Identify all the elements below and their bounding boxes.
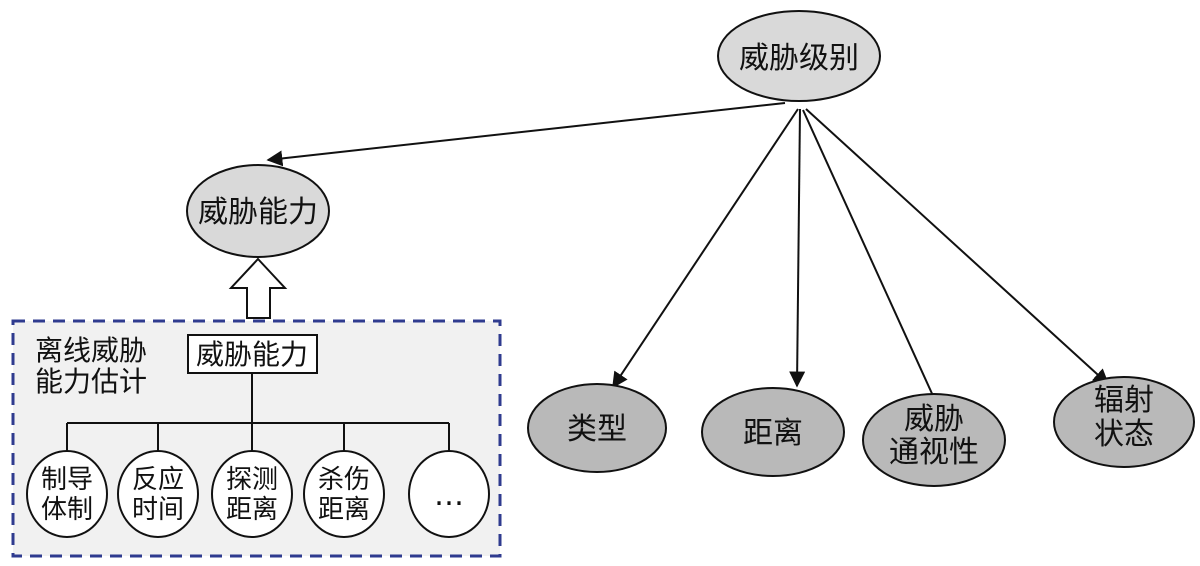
distance-node	[701, 387, 845, 477]
offline-title-line-2: 能力估计	[35, 365, 147, 398]
reaction-time-line-1: 反应	[132, 465, 184, 495]
detection-range-line-1: 探测	[226, 465, 278, 495]
threat-visibility-line-2: 通视性	[889, 435, 979, 470]
arrow-threat-level-to-threat-capability	[266, 102, 786, 167]
kill-range-line-2: 距离	[318, 495, 370, 525]
kill-range-line-1: 杀伤	[318, 465, 370, 495]
threat-capability-label: 威胁能力	[198, 195, 318, 230]
distance-label: 距离	[743, 416, 803, 451]
threat-capability-node	[186, 164, 330, 258]
threat-level-label: 威胁级别	[739, 41, 859, 76]
detection-range-line-2: 距离	[226, 495, 278, 525]
threat-visibility-line-1: 威胁	[904, 402, 964, 437]
reaction-time-line-2: 时间	[132, 495, 184, 525]
arrow-threat-level-to-type	[612, 108, 799, 389]
more-factors-node	[408, 450, 490, 538]
offline-title-line-1: 离线威胁	[35, 334, 147, 367]
line-threat-level-to-threat-visibility	[802, 109, 935, 399]
threat-visibility-node	[862, 393, 1006, 487]
threat-level-node	[717, 10, 881, 102]
radiation-status-line-1: 辐射	[1094, 383, 1154, 418]
guidance-system-line-1: 制导	[41, 465, 93, 495]
kill-range-node	[303, 450, 385, 538]
inner-capability-box	[187, 334, 318, 374]
arrow-threat-level-to-radiation-status	[805, 108, 1110, 386]
reaction-time-node	[117, 450, 199, 538]
hollow-up-arrow-icon	[228, 257, 288, 319]
guidance-system-node	[26, 450, 108, 538]
inner-capability-label: 威胁能力	[196, 338, 308, 371]
more-factors-ellipsis: …	[434, 478, 464, 513]
type-label: 类型	[567, 412, 627, 447]
guidance-system-line-2: 体制	[41, 495, 93, 525]
radiation-status-line-2: 状态	[1094, 417, 1154, 452]
arrow-threat-level-to-distance	[789, 108, 806, 388]
radiation-status-node	[1053, 376, 1195, 468]
detection-range-node	[211, 450, 293, 538]
type-node	[527, 383, 667, 473]
